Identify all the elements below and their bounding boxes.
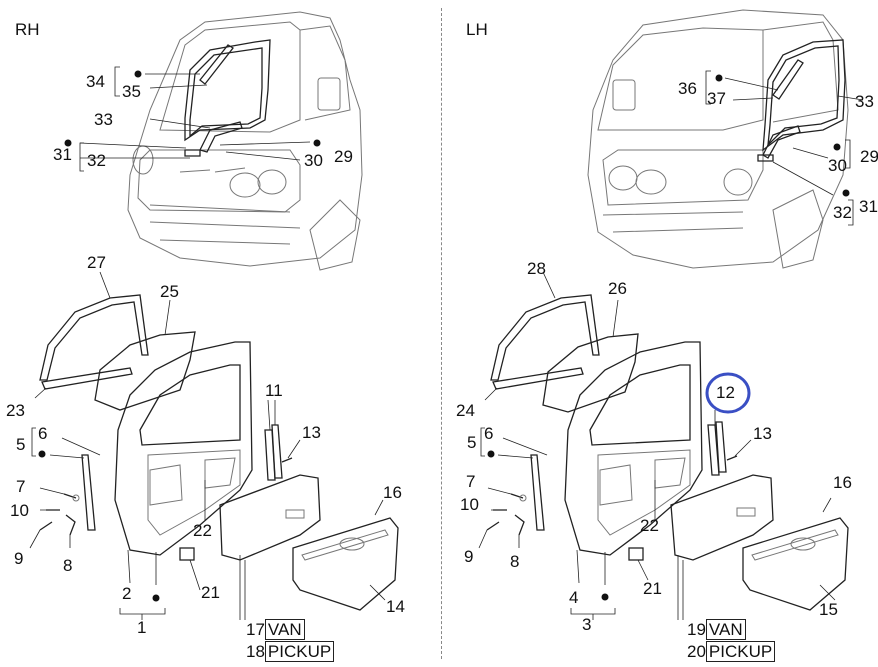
lh-label-31: 31 <box>859 197 878 216</box>
lh-panel: LH 36 37 33 29 30 32 31 28 26 24 12 5 6 … <box>443 0 878 667</box>
rh-door-shell <box>114 341 253 556</box>
lh-belt-moulding <box>492 367 584 390</box>
lh-label-5: 5 <box>467 433 477 452</box>
rh-label-22: 22 <box>193 521 212 540</box>
highlight-circle-12 <box>705 372 751 414</box>
rh-label-8: 8 <box>63 556 73 575</box>
lh-label-28: 28 <box>527 259 546 278</box>
lh-label-22: 22 <box>640 516 659 535</box>
lh-variant-van-text: VAN <box>705 619 746 640</box>
rh-door-glass <box>94 331 196 411</box>
lh-windshield-seal <box>762 39 846 152</box>
rh-label-9: 9 <box>14 549 24 568</box>
rh-trim-panel <box>219 474 321 561</box>
lh-pillar-trim <box>772 59 804 100</box>
lh-label-29: 29 <box>860 147 878 166</box>
lh-label-37: 37 <box>707 89 726 108</box>
rh-belt-moulding <box>41 367 133 390</box>
lh-label-3: 3 <box>582 615 592 634</box>
rh-label-11: 11 <box>265 381 283 400</box>
lh-door-panel <box>742 517 849 611</box>
rh-diagram <box>29 11 399 620</box>
rh-label-29: 29 <box>334 147 353 166</box>
lh-label-33: 33 <box>855 92 874 111</box>
rh-label-31: 31 <box>53 145 72 164</box>
lh-weatherstrip-12 <box>707 424 720 476</box>
rh-variant-pickup-num: 18 <box>246 642 265 661</box>
rh-variant-van-num: 17 <box>246 620 265 639</box>
rh-label-1: 1 <box>137 618 147 637</box>
rh-label-14: 14 <box>386 597 405 616</box>
lh-label-26: 26 <box>608 279 627 298</box>
rh-label-2: 2 <box>122 584 132 603</box>
lh-door-shell <box>564 341 703 556</box>
rh-label-32: 32 <box>87 151 106 170</box>
lh-label-10: 10 <box>460 495 479 514</box>
lh-label-16: 16 <box>833 473 852 492</box>
lh-truck-cab <box>587 9 849 269</box>
lh-label-12: 12 <box>716 383 735 402</box>
lh-label-30: 30 <box>828 156 847 175</box>
lh-side-label: LH <box>466 20 488 39</box>
rh-label-27: 27 <box>87 253 106 272</box>
rh-label-25: 25 <box>160 282 179 301</box>
lh-variant-van-num: 19 <box>687 620 706 639</box>
lh-label-9: 9 <box>464 547 474 566</box>
panel-divider <box>441 8 442 659</box>
rh-run-channel <box>39 294 149 381</box>
lh-label-36: 36 <box>678 79 697 98</box>
rh-label-34: 34 <box>86 72 105 91</box>
rh-label-23: 23 <box>6 401 25 420</box>
rh-door-panel <box>292 517 399 611</box>
rh-variant-pickup-text: PICKUP <box>264 641 335 662</box>
rh-pillar-trim <box>199 44 234 85</box>
rh-label-30: 30 <box>304 151 323 170</box>
rh-label-33: 33 <box>94 110 113 129</box>
rh-label-13: 13 <box>302 423 321 442</box>
lh-run-channel <box>490 294 600 381</box>
rh-label-6: 6 <box>38 424 48 443</box>
lh-diagram <box>478 9 864 620</box>
rh-label-7: 7 <box>16 477 26 496</box>
lh-label-13: 13 <box>753 424 772 443</box>
rh-label-10: 10 <box>10 501 29 520</box>
lh-label-21: 21 <box>643 579 662 598</box>
rh-label-5: 5 <box>16 435 26 454</box>
lh-label-7: 7 <box>466 472 476 491</box>
lh-door-glass <box>542 333 639 413</box>
rh-side-label: RH <box>15 20 40 39</box>
rh-label-35: 35 <box>122 82 141 101</box>
lh-variant-pickup-text: PICKUP <box>705 641 776 662</box>
lh-label-15: 15 <box>819 600 838 619</box>
rh-variant-van-text: VAN <box>264 619 305 640</box>
lh-label-6: 6 <box>484 424 494 443</box>
lh-label-8: 8 <box>510 552 520 571</box>
rh-label-21: 21 <box>201 583 220 602</box>
rh-hinge-strip <box>81 454 96 531</box>
lh-hinge-strip <box>530 454 545 531</box>
lh-label-24: 24 <box>456 401 475 420</box>
rh-label-16: 16 <box>383 483 402 502</box>
rh-truck-cab <box>127 11 363 271</box>
lh-label-32: 32 <box>833 203 852 222</box>
lh-label-4: 4 <box>569 588 579 607</box>
rh-panel: RH 34 35 33 31 32 30 29 27 25 23 5 6 11 … <box>6 11 405 662</box>
lh-variant-pickup-num: 20 <box>687 642 706 661</box>
